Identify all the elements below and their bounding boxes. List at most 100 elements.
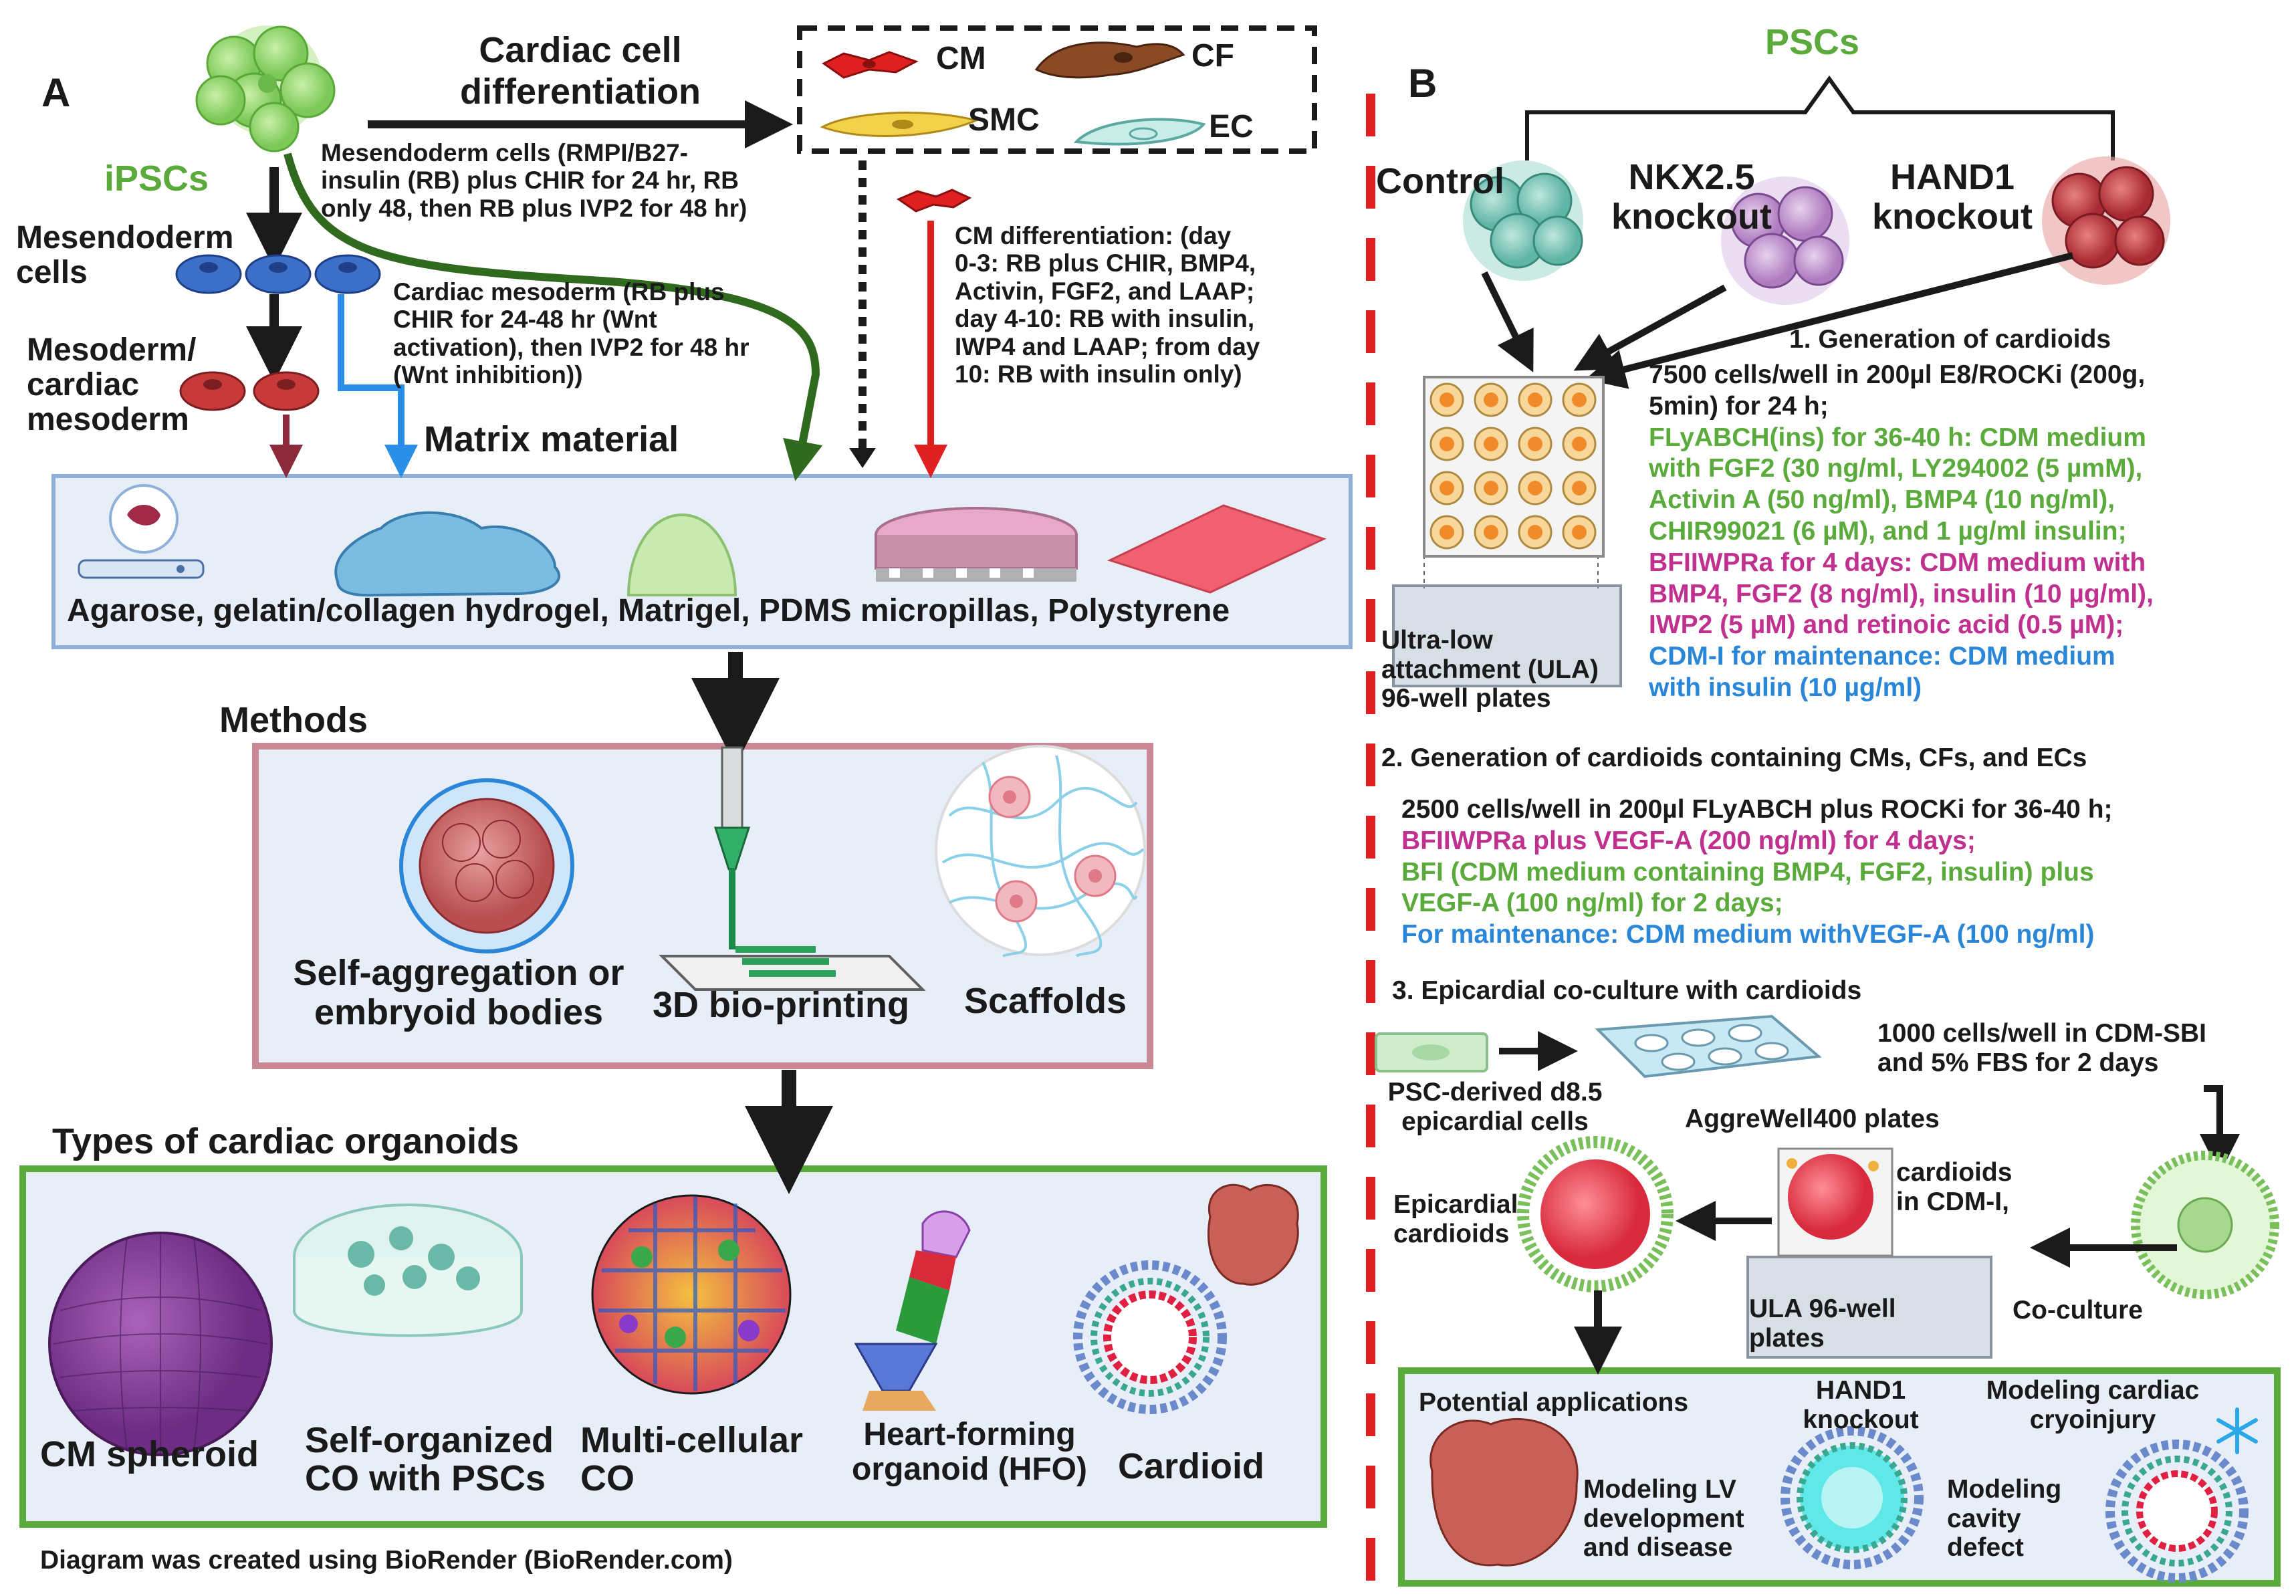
agarose-tube-icon: [78, 484, 205, 579]
step1-lines-line: CHIR99021 (6 µM), and 1 µg/ml insulin;: [1649, 516, 2127, 546]
step2-lines-line: BFIIWPRa plus VEGF-A (200 ng/ml) for 4 d…: [1401, 826, 1976, 855]
plate-well-aggregate: [1440, 392, 1454, 407]
plate-well-aggregate: [1572, 437, 1587, 451]
bioprinter-icon: [659, 746, 926, 991]
plate-well-aggregate: [1440, 437, 1454, 451]
credit-text: Diagram was created using BioRender (Bio…: [40, 1546, 733, 1575]
bioprinting-label: 3D bio-printing: [653, 985, 909, 1025]
aggrewell-plate-icon: [1595, 1014, 1822, 1078]
embryoid-body-icon: [399, 778, 574, 953]
cf-cell-icon: [1034, 41, 1185, 79]
step1-lines-line: BFIIWPRa for 4 days: CDM medium with: [1649, 548, 2146, 577]
polystyrene-icon: [1107, 504, 1327, 594]
epicardial-cell-icon: [1375, 1032, 1488, 1072]
plate-well-aggregate: [1572, 481, 1587, 495]
step1-lines-line: Activin A (50 ng/ml), BMP4 (10 ng/ml),: [1649, 485, 2115, 515]
matrix-title: Matrix material: [424, 419, 679, 459]
step1-protocol: 7500 cells/well in 200µl E8/ROCKi (200g,…: [1649, 360, 2154, 704]
ec-cell-icon: [1073, 118, 1206, 146]
matrix-items: Agarose, gelatin/collagen hydrogel, Matr…: [67, 593, 1230, 629]
step1-lines-line: BMP4, FGF2 (8 ng/ml), insulin (10 µg/ml)…: [1649, 579, 2154, 608]
cardioid-in-plate-icon: [1746, 1147, 1992, 1359]
panel-b-label: B: [1408, 61, 1438, 106]
cm-spheroid-icon: [48, 1232, 273, 1456]
step2-lines-line: 2500 cells/well in 200µl FLyABCH plus RO…: [1401, 795, 2113, 824]
step1-lines-line: with insulin (10 µg/ml): [1649, 673, 1922, 702]
step1-lines-line: CDM-I for maintenance: CDM medium: [1649, 642, 2115, 671]
methods-title: Methods: [219, 700, 368, 740]
step2-lines-line: BFI (CDM medium containing BMP4, FGF2, i…: [1401, 857, 2094, 887]
scaffold-icon: [935, 745, 1146, 957]
epicardial-cardioid-icon: [1517, 1136, 1674, 1292]
control-label: Control: [1376, 161, 1504, 201]
petri-dish-icon: [293, 1204, 523, 1337]
step1-lines-line: with FGF2 (30 ng/ml, LY294002 (5 µmM),: [1649, 454, 2143, 483]
panel-a-label: A: [41, 70, 71, 115]
nkx-knockout-icon: [1721, 177, 1849, 305]
step2-title: 2. Generation of cardioids containing CM…: [1381, 744, 2087, 772]
step3-title: 3. Epicardial co-culture with cardioids: [1392, 976, 1862, 1005]
plate-well-aggregate: [1572, 525, 1587, 540]
plate-well-aggregate: [1484, 392, 1498, 407]
step1-lines-line: FLyABCH(ins) for 36-40 h: CDM medium: [1649, 423, 2146, 452]
step2-lines-line: For maintenance: CDM medium withVEGF-A (…: [1401, 920, 2095, 949]
smc-cell-icon: [820, 112, 980, 137]
aggrewell-label: AggreWell400 plates: [1685, 1105, 1940, 1133]
plate-well-aggregate: [1528, 525, 1542, 540]
step1-lines-line: 7500 cells/well in 200µl E8/ROCKi (200g,: [1649, 360, 2146, 389]
cardioid-label: Cardioid: [1118, 1446, 1265, 1486]
pdms-micropillar-icon: [875, 507, 1078, 582]
cryoinjury-cardioid-icon: [2105, 1440, 2249, 1583]
types-title: Types of cardiac organoids: [52, 1121, 520, 1161]
hfo-icon: [854, 1210, 971, 1411]
mesendoderm-note: Mesendoderm cells (RMPI/B27-insulin (RB)…: [321, 139, 748, 222]
plate-well-aggregate: [1484, 437, 1498, 451]
scaffolds-label: Scaffolds: [964, 981, 1127, 1021]
ula-plate-icon: [1392, 376, 1622, 687]
epicardial-spheroid-icon: [2131, 1151, 2279, 1299]
heart-icon: [1429, 1418, 1579, 1567]
plate-well-aggregate: [1484, 525, 1498, 540]
step2-lines-line: VEGF-A (100 ng/ml) for 2 days;: [1401, 889, 1783, 918]
cm-small-icon: [896, 189, 972, 213]
plate-well-aggregate: [1440, 481, 1454, 495]
plate-well-aggregate: [1528, 437, 1542, 451]
cm-label: CM: [936, 41, 986, 76]
cell-types-box: [797, 25, 1317, 154]
snowflake-icon: [2216, 1407, 2258, 1454]
ipscs-label: iPSCs: [104, 158, 209, 199]
plate-well-aggregate: [1528, 481, 1542, 495]
hydrogel-icon: [334, 511, 560, 597]
step1-lines-line: 5min) for 24 h;: [1649, 391, 1829, 421]
ipsc-cluster-icon: [195, 25, 336, 152]
plate-well-aggregate: [1572, 392, 1587, 407]
step2-protocol: 2500 cells/well in 200µl FLyABCH plus RO…: [1401, 794, 2113, 951]
cm-cell-icon: [822, 51, 919, 79]
multicellular-co-icon: [591, 1194, 792, 1395]
hand1-knockout-icon: [2042, 156, 2170, 285]
cardioid-icon: [1073, 1183, 1299, 1414]
smc-label: SMC: [968, 102, 1040, 138]
step1-lines-line: IWP2 (5 µM) and retinoic acid (0.5 µM);: [1649, 610, 2124, 640]
pscs-label: PSCs: [1765, 22, 1860, 62]
plate-well-aggregate: [1528, 392, 1542, 407]
cm-spheroid-label: CM spheroid: [40, 1434, 259, 1474]
